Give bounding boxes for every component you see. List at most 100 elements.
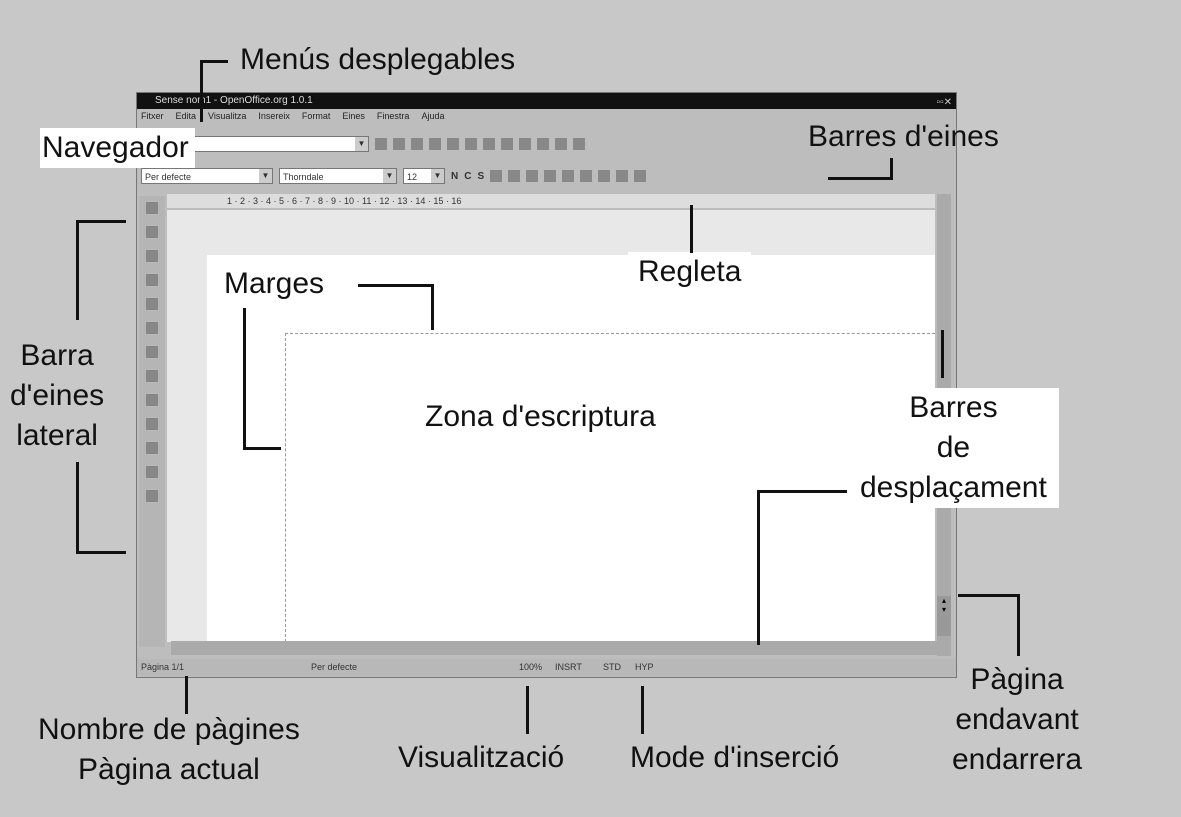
toolbar-icon[interactable] (393, 138, 405, 150)
redo-icon[interactable] (555, 138, 567, 150)
status-bar: Pàgina 1/1 Per defecte 100% INSRT STD HY… (137, 659, 956, 676)
label-view: Visualització (398, 741, 565, 774)
label-writing-zone: Zona d'escriptura (403, 385, 678, 449)
label-toolbars: Barres d'eines (808, 120, 999, 153)
status-selection-mode[interactable]: STD (603, 662, 621, 672)
numbering-icon[interactable] (562, 170, 575, 182)
title-bar: Sense nom1 - OpenOffice.org 1.0.1 ▫▫✕ (137, 93, 956, 109)
align-right-icon[interactable] (526, 170, 539, 182)
status-hyperlink-mode[interactable]: HYP (635, 662, 654, 672)
edit-icon[interactable] (146, 274, 158, 286)
pointer-line (941, 330, 944, 378)
label-line: Pàgina actual (78, 753, 260, 786)
web-icon[interactable] (146, 490, 158, 502)
status-style: Per defecte (311, 662, 358, 672)
bullets-icon[interactable] (580, 170, 593, 182)
menu-format[interactable]: Format (301, 111, 331, 121)
label-line: Nombre de pàgines (38, 713, 300, 746)
style-combo[interactable]: Per defecte (141, 168, 273, 184)
menu-fitxer[interactable]: Fitxer (141, 111, 164, 121)
menu-visualitza[interactable]: Visualitza (208, 111, 247, 121)
status-page: Pàgina 1/1 (141, 662, 185, 672)
label-line: endarrera (952, 743, 1083, 776)
datasource-icon[interactable] (146, 418, 158, 430)
menu-eines[interactable]: Eines (342, 111, 365, 121)
justify-icon[interactable] (544, 170, 557, 182)
pointer-line (243, 447, 281, 450)
label-margins: Marges (220, 264, 329, 304)
paste-icon[interactable] (519, 138, 531, 150)
label-navigator: Navegador (40, 128, 195, 168)
align-left-icon[interactable] (490, 170, 503, 182)
pointer-line (185, 676, 188, 714)
label-page-nav: Pàgina endavant endarrera (952, 660, 1082, 780)
draw-icon[interactable] (146, 250, 158, 262)
indent-icon[interactable] (598, 170, 611, 182)
field-icon[interactable] (146, 226, 158, 238)
font-color-icon[interactable] (616, 170, 629, 182)
pointer-line (76, 220, 126, 223)
pointer-line (690, 205, 693, 253)
table-icon[interactable] (146, 202, 158, 214)
find-icon[interactable] (146, 370, 158, 382)
spell-icon[interactable] (146, 322, 158, 334)
label-insert-mode: Mode d'inserció (630, 741, 840, 774)
form-icon[interactable] (146, 298, 158, 310)
italic-button[interactable]: C (464, 170, 472, 182)
menu-ajuda[interactable]: Ajuda (421, 111, 445, 121)
menu-edita[interactable]: Edita (175, 111, 197, 121)
pointer-line (431, 284, 434, 330)
new-icon[interactable] (411, 138, 423, 150)
label-line: de (936, 431, 971, 464)
gallery-icon[interactable] (146, 394, 158, 406)
menu-bar: Fitxer Edita Visualitza Insereix Format Eines… (141, 111, 444, 125)
text-icon[interactable] (146, 346, 158, 358)
undo-icon[interactable] (537, 138, 549, 150)
bold-button[interactable]: N (451, 170, 459, 182)
ruler[interactable]: 1 · 2 · 3 · 4 · 5 · 6 · 7 · 8 · 9 · 10 ·… (167, 194, 935, 208)
menu-finestra[interactable]: Finestra (376, 111, 410, 121)
label-line: Barra (20, 339, 94, 372)
horizontal-scrollbar[interactable] (171, 641, 937, 655)
graphics-icon[interactable] (146, 466, 158, 478)
highlight-icon[interactable] (634, 170, 647, 182)
pointer-line (757, 490, 847, 493)
pointer-line (757, 490, 760, 645)
pointer-line (1017, 594, 1020, 656)
save-icon[interactable] (447, 138, 459, 150)
size-combo[interactable]: 12 (403, 168, 445, 184)
text-boundaries (285, 333, 935, 642)
nonprint-icon[interactable] (146, 442, 158, 454)
status-zoom[interactable]: 100% (519, 662, 543, 672)
navigator-icon[interactable] (573, 138, 585, 150)
side-toolbar (139, 196, 165, 647)
toolbar-icon[interactable] (375, 138, 387, 150)
print-icon[interactable] (465, 138, 477, 150)
pointer-line (76, 220, 79, 320)
underline-button[interactable]: S (477, 170, 485, 182)
pointer-line (243, 308, 246, 450)
menu-insereix[interactable]: Insereix (258, 111, 290, 121)
format-toolbar: Per defecte Thorndale 12 NCS (141, 165, 647, 187)
label-line: endavant (955, 703, 1079, 736)
pointer-line (76, 462, 79, 554)
label-line: Barres (909, 391, 998, 424)
window-controls-icon[interactable]: ▫▫✕ (936, 97, 952, 108)
copy-icon[interactable] (501, 138, 513, 150)
pointer-line (828, 177, 893, 180)
window-title: Sense nom1 - OpenOffice.org 1.0.1 (155, 95, 313, 106)
pointer-line (76, 551, 126, 554)
font-combo[interactable]: Thorndale (279, 168, 397, 184)
page-nav-buttons[interactable]: ▴▾ (937, 596, 951, 636)
url-combo[interactable] (141, 136, 369, 152)
open-icon[interactable] (429, 138, 441, 150)
align-center-icon[interactable] (508, 170, 521, 182)
label-line: Pàgina (970, 663, 1064, 696)
pointer-line (890, 158, 893, 180)
status-insert-mode[interactable]: INSRT (555, 662, 582, 672)
label-line: d'eines (10, 379, 105, 412)
cut-icon[interactable] (483, 138, 495, 150)
